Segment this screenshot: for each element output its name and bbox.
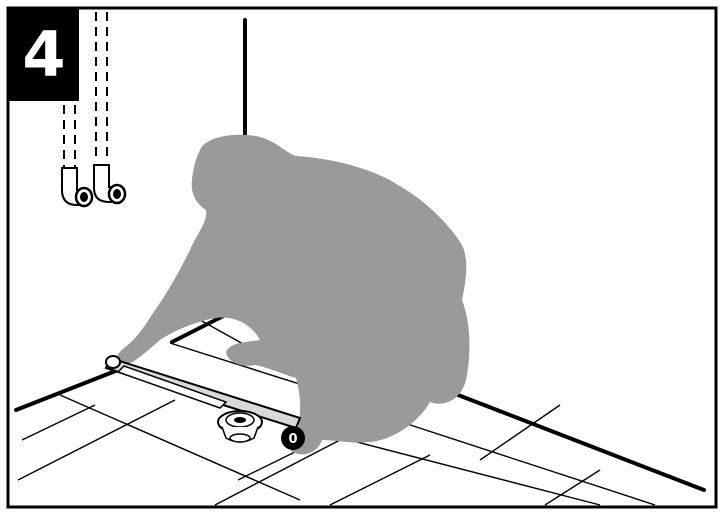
right-floor-edge [438, 386, 706, 492]
floor-drain-icon [116, 365, 263, 443]
person-silhouette-icon [115, 134, 470, 455]
water-pipe-icon [61, 12, 127, 208]
level-bubble-indicator: 0 [281, 426, 305, 450]
step-number-badge: 4 [9, 9, 79, 101]
step-number: 4 [22, 18, 66, 91]
left-floor-edge [14, 368, 120, 412]
level-bubble-label: 0 [288, 432, 297, 447]
room-edges [14, 18, 706, 492]
